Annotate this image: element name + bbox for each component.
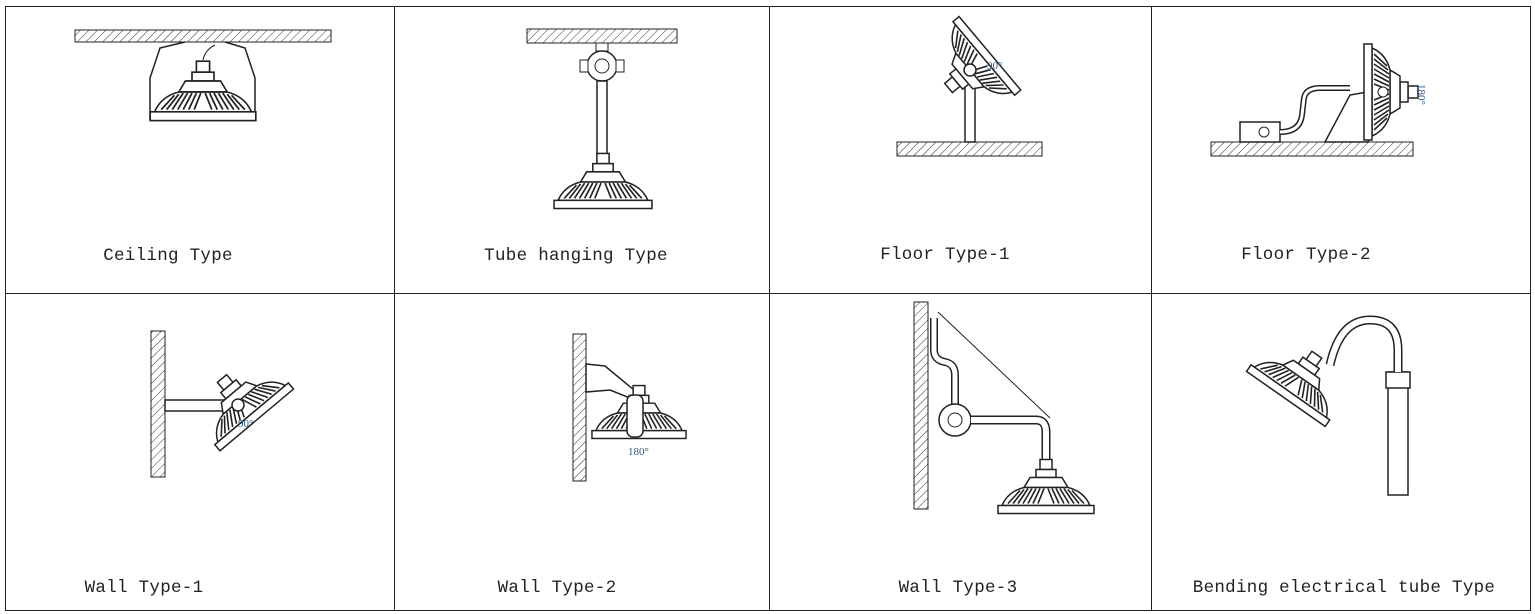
rotation-angle-label: 180°: [628, 446, 649, 458]
ceiling-type-label: Ceiling Type: [103, 246, 233, 266]
wall-type-3-label: Wall Type-3: [898, 578, 1018, 598]
floor-type-1-label: Floor Type-1: [880, 245, 1010, 265]
tube-hanging-type-diagram: [526, 28, 678, 210]
bending-tube-type-label: Bending electrical tube Type: [1192, 578, 1496, 598]
wall-type-2-diagram: 180°: [572, 333, 687, 482]
table-grid: [5, 6, 1531, 611]
ceiling-type-diagram: [74, 29, 332, 122]
floor-type-1-diagram: 90°: [896, 15, 1043, 157]
floor-type-2-diagram: 180°: [1210, 43, 1427, 157]
bending-tube-type-diagram: [1245, 315, 1411, 496]
rotation-angle-label: 180°: [1415, 84, 1427, 105]
wall-type-3-diagram: [913, 301, 1095, 515]
wall-type-1-label: Wall Type-1: [84, 578, 204, 598]
floor-type-2-label: Floor Type-2: [1241, 245, 1371, 265]
tube-hanging-type-label: Tube hanging Type: [484, 246, 668, 266]
wall-type-2-label: Wall Type-2: [497, 578, 617, 598]
rotation-angle-label: 90°: [987, 60, 1002, 72]
rotation-angle-label: 90°: [238, 418, 253, 430]
wall-type-1-diagram: 90°: [150, 330, 295, 478]
